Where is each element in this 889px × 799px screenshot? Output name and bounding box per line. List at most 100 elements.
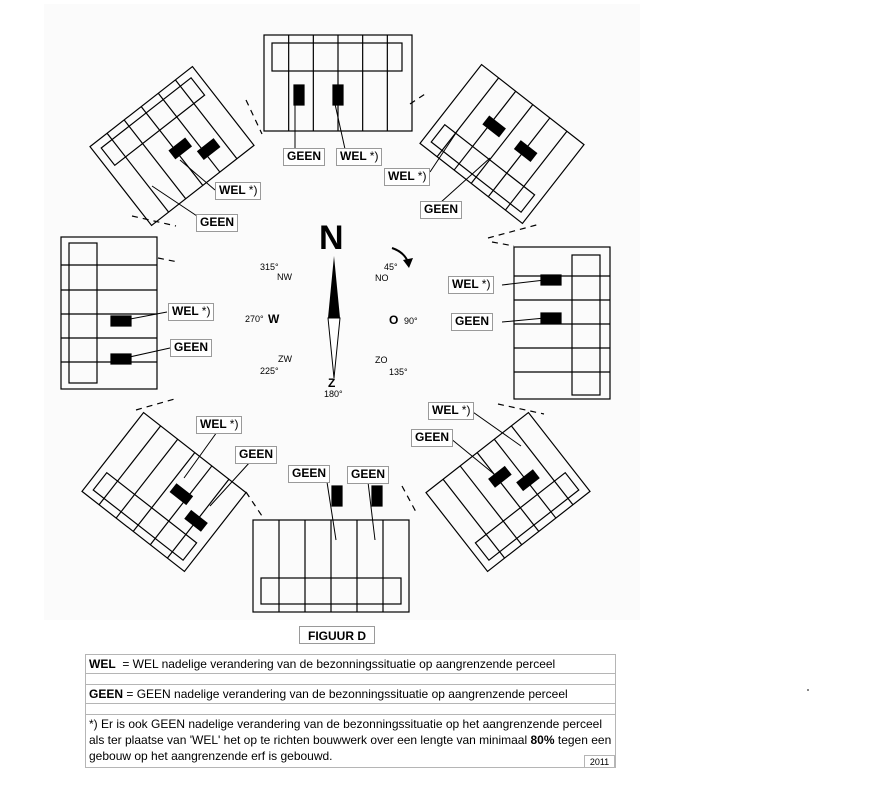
label-wel-southwest: WEL *) — [196, 416, 243, 434]
plot-northwest — [89, 65, 255, 227]
compass-east-letter: O — [389, 313, 399, 327]
label-geen-south-right: GEEN — [347, 466, 390, 484]
label-geen-west: GEEN — [170, 339, 213, 357]
building-block — [488, 465, 512, 488]
lot-divider — [140, 106, 204, 186]
building-block — [293, 84, 305, 106]
label-wel-east: WEL *) — [448, 276, 495, 294]
leader-line — [151, 185, 201, 219]
label-geen-northwest: GEEN — [196, 214, 239, 232]
lot-inner-band — [571, 254, 601, 396]
compass-270-label: 270° — [245, 314, 264, 324]
legend-row-note: *) Er is ook GEEN nadelige verandering v… — [85, 714, 616, 768]
plot-southeast — [425, 411, 591, 573]
legend-note-cell: *) Er is ook GEEN nadelige verandering v… — [85, 714, 616, 768]
plot-north — [263, 34, 413, 132]
compass-south-letter: Z — [328, 376, 336, 390]
leader-line — [429, 129, 459, 173]
lot-inner-band — [474, 471, 580, 562]
legend-row-wel: WEL = WEL nadelige verandering van de be… — [85, 654, 616, 674]
lot-divider — [149, 465, 213, 546]
lot-divider — [436, 77, 500, 158]
compass-needle-south — [327, 317, 341, 379]
lot-divider — [487, 117, 551, 198]
lot-divider — [504, 130, 568, 211]
label-geen-north-left: GEEN — [283, 148, 326, 166]
legend-note-text-end: tegen een gebouw op het aangrenzende erf… — [89, 733, 612, 763]
compass-nw-label: NW — [277, 272, 292, 282]
connector-line — [245, 491, 263, 517]
lot-outline — [419, 63, 585, 225]
building-block — [482, 115, 506, 138]
connector-line — [401, 485, 417, 513]
rotation-arrow-head — [403, 258, 413, 268]
building-block — [371, 485, 383, 507]
connector-line — [487, 223, 541, 239]
leader-line — [179, 159, 216, 191]
connector-line — [135, 397, 179, 411]
building-block — [516, 469, 540, 492]
label-geen-northeast: GEEN — [420, 201, 463, 219]
building-block — [196, 138, 221, 161]
connector-line — [497, 403, 545, 415]
diagram-background — [44, 4, 640, 620]
legend-spacer — [85, 703, 616, 715]
leader-line — [367, 481, 376, 541]
compass-45-label: 45° — [384, 262, 398, 272]
lot-divider — [174, 79, 238, 160]
lot-divider — [459, 465, 523, 546]
compass-225-label: 225° — [260, 366, 279, 376]
lot-divider — [98, 425, 162, 506]
legend-geen-term: GEEN — [89, 687, 124, 701]
lot-outline — [60, 236, 158, 390]
legend-note-text: *) Er is ook GEEN nadelige verandering v… — [89, 717, 602, 747]
building-block — [110, 353, 132, 365]
lot-divider — [106, 132, 170, 213]
leader-line — [449, 437, 495, 475]
compass-needle-north — [328, 256, 340, 318]
lot-divider — [470, 104, 534, 184]
leader-line — [124, 347, 171, 359]
leader-line — [501, 279, 546, 286]
building-block — [168, 137, 193, 160]
building-block — [110, 315, 132, 327]
legend-wel-cell: WEL = WEL nadelige verandering van de be… — [85, 654, 616, 674]
connector-line — [409, 91, 429, 105]
leader-line — [501, 317, 546, 323]
label-geen-south-left: GEEN — [288, 465, 331, 483]
lot-divider — [132, 452, 196, 532]
compass-315-label: 315° — [260, 262, 279, 272]
lot-divider — [476, 452, 540, 532]
label-wel-north-right: WEL *) — [336, 148, 383, 166]
connector-line — [131, 215, 177, 227]
lot-inner-band — [271, 42, 403, 72]
leader-line — [469, 409, 522, 447]
compass-135-label: 135° — [389, 367, 408, 377]
label-wel-northeast: WEL *) — [384, 168, 431, 186]
leader-line — [209, 461, 251, 507]
legend-spacer — [85, 673, 616, 685]
leader-line — [439, 157, 491, 204]
lot-inner-band — [92, 471, 198, 562]
year-badge: 2011 — [584, 755, 615, 768]
plot-west — [60, 236, 158, 390]
building-block — [513, 140, 538, 163]
label-geen-east: GEEN — [451, 313, 494, 331]
legend-geen-text: = GEEN nadelige verandering van de bezon… — [126, 687, 568, 701]
lot-outline — [89, 65, 255, 227]
lot-divider — [510, 425, 574, 506]
lot-outline — [513, 246, 611, 400]
compass-se-label: ZO — [375, 355, 388, 365]
building-block — [331, 485, 343, 507]
compass-west-letter: W — [268, 312, 280, 326]
plot-east — [513, 246, 611, 400]
lot-divider — [157, 92, 221, 173]
label-wel-southeast: WEL *) — [428, 402, 475, 420]
lot-divider — [442, 478, 506, 559]
label-geen-southeast: GEEN — [411, 429, 454, 447]
legend-row-geen: GEEN = GEEN nadelige verandering van de … — [85, 684, 616, 704]
leader-line — [334, 103, 346, 150]
leader-line — [124, 311, 168, 321]
plot-northeast — [419, 63, 585, 225]
